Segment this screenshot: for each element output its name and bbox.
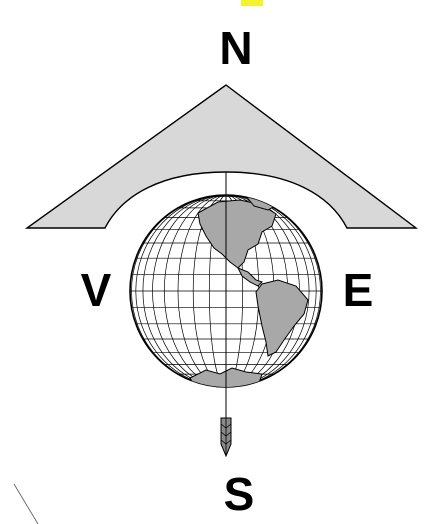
north-label: N [219,22,252,74]
south-arrow-icon [221,418,231,456]
yellow-highlight-mark [241,0,263,6]
east-label: E [343,264,374,316]
west-label: V [81,264,112,316]
south-label: S [224,468,255,520]
decorative-diagonal-line [14,484,38,524]
